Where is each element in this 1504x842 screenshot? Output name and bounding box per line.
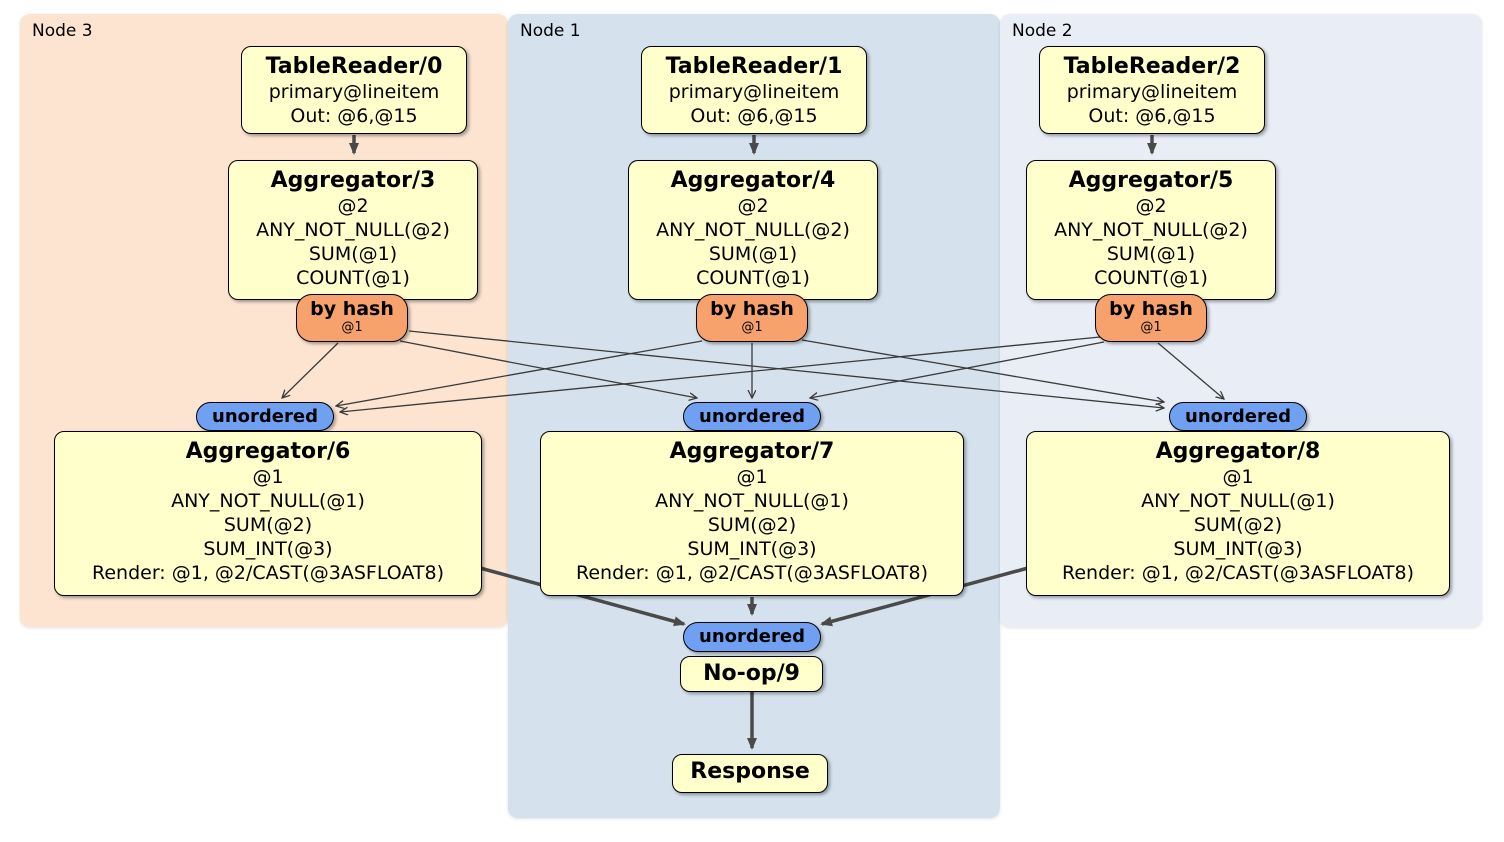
processor-detail: ANY_NOT_NULL(@2)	[656, 219, 850, 241]
processor-box-aggregator-6: Aggregator/6 @1 ANY_NOT_NULL(@1) SUM(@2)…	[54, 431, 482, 596]
processor-detail: @2	[1135, 195, 1167, 217]
by-hash-column-tag: @1	[1140, 320, 1162, 335]
processor-title: Aggregator/4	[670, 168, 836, 193]
processor-detail: SUM_INT(@3)	[203, 538, 333, 560]
processor-box-tablereader-2: TableReader/2 primary@lineitem Out: @6,@…	[1039, 46, 1265, 134]
unordered-sync-final: unordered	[683, 622, 821, 652]
processor-detail: Out: @6,@15	[1088, 105, 1216, 127]
processor-box-aggregator-5: Aggregator/5 @2 ANY_NOT_NULL(@2) SUM(@1)…	[1026, 160, 1276, 300]
processor-detail: primary@lineitem	[668, 81, 840, 103]
processor-box-tablereader-1: TableReader/1 primary@lineitem Out: @6,@…	[641, 46, 867, 134]
node-group-label: Node 3	[32, 21, 93, 41]
processor-detail: Render: @1, @2/CAST(@3ASFLOAT8)	[92, 562, 444, 584]
processor-detail: @1	[252, 466, 284, 488]
processor-box-tablereader-0: TableReader/0 primary@lineitem Out: @6,@…	[241, 46, 467, 134]
processor-detail: SUM_INT(@3)	[1173, 538, 1303, 560]
processor-detail: SUM(@2)	[1193, 514, 1283, 536]
edge-byhash5-unordered8	[1157, 342, 1224, 399]
by-hash-column-tag: @1	[741, 320, 763, 335]
by-hash-router-3: by hash @1	[296, 294, 408, 342]
processor-detail: COUNT(@1)	[296, 267, 410, 289]
processor-detail: @2	[737, 195, 769, 217]
processor-title: TableReader/2	[1063, 54, 1241, 79]
processor-detail: @2	[337, 195, 369, 217]
edge-byhash3-unordered8	[408, 330, 1164, 408]
by-hash-label: by hash	[710, 298, 794, 320]
processor-detail: SUM_INT(@3)	[687, 538, 817, 560]
processor-detail: Render: @1, @2/CAST(@3ASFLOAT8)	[1062, 562, 1414, 584]
unordered-sync-7: unordered	[683, 402, 821, 431]
processor-detail: @1	[1222, 466, 1254, 488]
edge-byhash5-unordered6	[340, 336, 1101, 412]
processor-box-aggregator-8: Aggregator/8 @1 ANY_NOT_NULL(@1) SUM(@2)…	[1026, 431, 1450, 596]
response-box: Response	[672, 754, 828, 793]
processor-box-aggregator-4: Aggregator/4 @2 ANY_NOT_NULL(@2) SUM(@1)…	[628, 160, 878, 300]
processor-detail: ANY_NOT_NULL(@2)	[256, 219, 450, 241]
node-group-label: Node 1	[520, 21, 581, 41]
processor-detail: Render: @1, @2/CAST(@3ASFLOAT8)	[576, 562, 928, 584]
by-hash-router-5: by hash @1	[1095, 294, 1207, 342]
processor-detail: Out: @6,@15	[290, 105, 418, 127]
processor-title: Aggregator/5	[1068, 168, 1234, 193]
processor-detail: SUM(@2)	[707, 514, 797, 536]
processor-title: Aggregator/8	[1155, 439, 1321, 464]
by-hash-router-4: by hash @1	[696, 294, 808, 342]
processor-detail: SUM(@2)	[223, 514, 313, 536]
processor-detail: primary@lineitem	[1066, 81, 1238, 103]
processor-detail: @1	[736, 466, 768, 488]
processor-detail: SUM(@1)	[308, 243, 398, 265]
processor-detail: Out: @6,@15	[690, 105, 818, 127]
edge-byhash3-unordered6	[282, 342, 339, 398]
processor-title: Aggregator/7	[669, 439, 835, 464]
unordered-sync-6: unordered	[196, 402, 334, 431]
processor-title: Aggregator/3	[270, 168, 436, 193]
processor-detail: COUNT(@1)	[696, 267, 810, 289]
processor-detail: COUNT(@1)	[1094, 267, 1208, 289]
edge-aggregator6-final-unordered	[479, 566, 686, 627]
processor-detail: ANY_NOT_NULL(@1)	[655, 490, 849, 512]
processor-box-aggregator-3: Aggregator/3 @2 ANY_NOT_NULL(@2) SUM(@1)…	[228, 160, 478, 300]
edge-byhash4-unordered6	[336, 340, 703, 406]
processor-detail: primary@lineitem	[268, 81, 440, 103]
processor-detail: SUM(@1)	[708, 243, 798, 265]
processor-box-noop-9: No-op/9	[680, 656, 823, 692]
edge-aggregator8-final-unordered	[820, 566, 1029, 627]
processor-detail: ANY_NOT_NULL(@1)	[1141, 490, 1335, 512]
edge-byhash5-unordered7	[810, 341, 1105, 398]
by-hash-label: by hash	[310, 298, 394, 320]
unordered-sync-8: unordered	[1169, 402, 1307, 431]
by-hash-label: by hash	[1109, 298, 1193, 320]
processor-title: Aggregator/6	[185, 439, 351, 464]
processor-title: Response	[690, 759, 810, 784]
processor-detail: ANY_NOT_NULL(@2)	[1054, 219, 1248, 241]
edge-byhash3-unordered7	[399, 340, 697, 398]
processor-title: TableReader/0	[265, 54, 443, 79]
processor-detail: SUM(@1)	[1106, 243, 1196, 265]
processor-title: No-op/9	[703, 661, 800, 686]
processor-title: TableReader/1	[665, 54, 843, 79]
edge-byhash4-unordered8	[801, 339, 1164, 402]
node-group-label: Node 2	[1012, 21, 1073, 41]
processor-box-aggregator-7: Aggregator/7 @1 ANY_NOT_NULL(@1) SUM(@2)…	[540, 431, 964, 596]
processor-detail: ANY_NOT_NULL(@1)	[171, 490, 365, 512]
by-hash-column-tag: @1	[341, 320, 363, 335]
